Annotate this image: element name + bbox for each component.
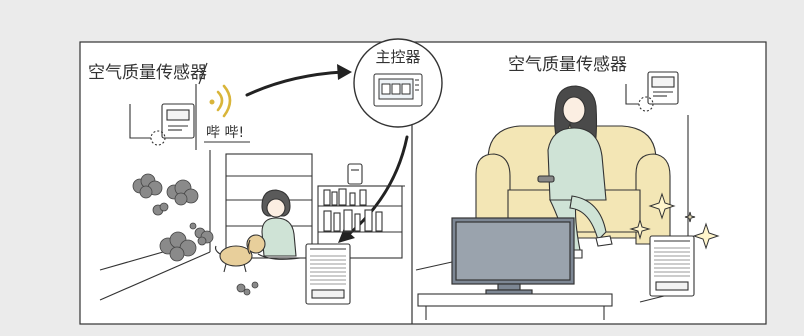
child-figure — [257, 189, 301, 260]
arrow-head-right — [337, 64, 352, 80]
air-purifier-left — [305, 243, 351, 305]
dust-clouds — [132, 173, 259, 296]
woman-figure — [537, 85, 613, 259]
dog-figure — [214, 234, 266, 273]
television — [451, 217, 575, 296]
arrow-to-controller — [245, 70, 345, 97]
air-quality-sensor-right — [625, 71, 679, 112]
sensor-label-slash — [198, 62, 208, 85]
wireless-signal-icon — [209, 84, 232, 118]
sparkle-icons — [629, 192, 720, 250]
controller-label: 主控器 — [375, 48, 420, 66]
air-quality-sensor-left — [129, 103, 195, 146]
air-purifier-right — [649, 235, 695, 297]
sensor-label-left: 空气质量传感器 — [88, 63, 207, 83]
tv-stand — [417, 293, 613, 320]
controller-device — [373, 73, 423, 107]
beep-text: 哔 哔! — [206, 125, 244, 141]
sensor-label-right: 空气质量传感器 — [508, 55, 627, 75]
arrow-head-down — [338, 228, 355, 243]
